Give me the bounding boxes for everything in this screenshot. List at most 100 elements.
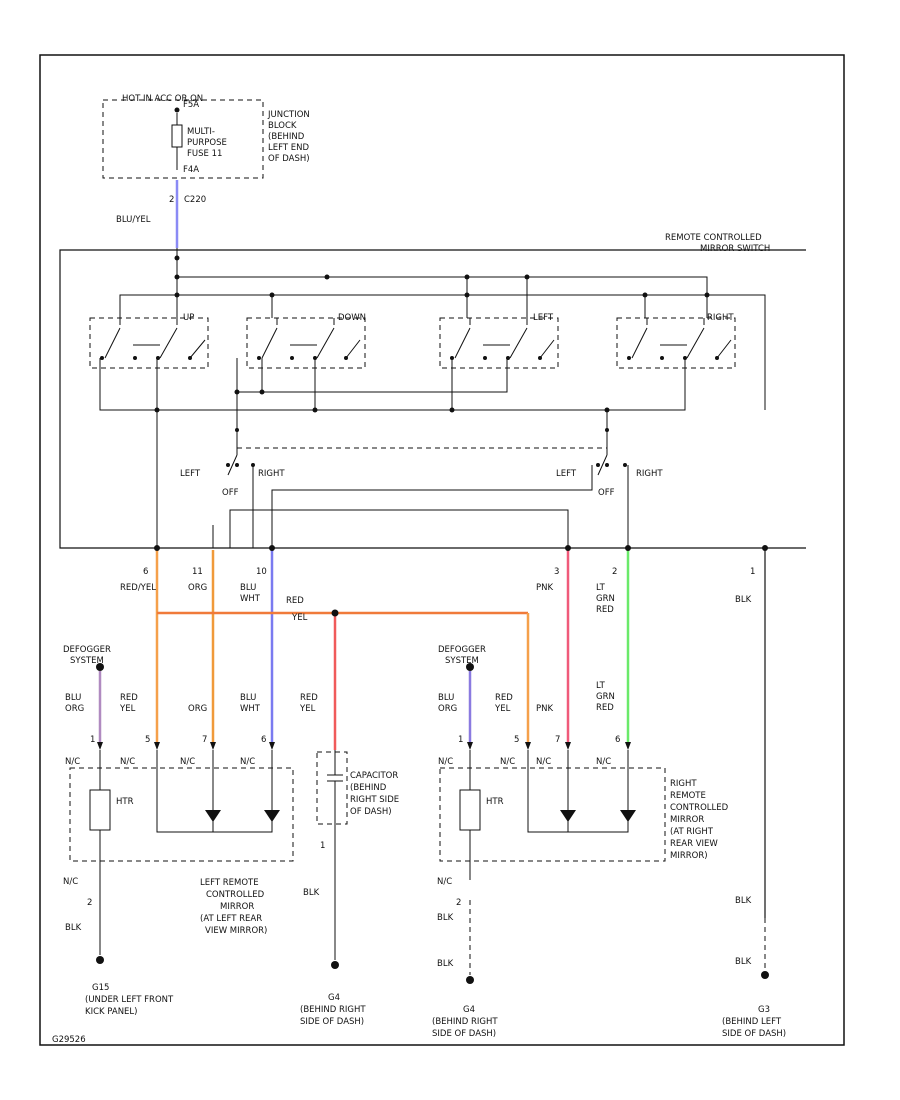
right-wire-5-line-2: YEL — [494, 704, 511, 714]
left-wire-6-line-1: BLU — [240, 693, 256, 703]
right-nc-5: N/C — [500, 757, 515, 767]
left-pin-5: 5 — [145, 735, 150, 745]
right-wire-6-line-2: GRN — [596, 692, 615, 702]
left-heater-element — [89, 789, 111, 831]
left-heater-label: HTR — [116, 797, 134, 807]
right-mirror-title-6: REAR VIEW — [670, 839, 718, 849]
switch-pin-6: 6 — [143, 567, 148, 577]
selector-terminal — [605, 463, 609, 467]
switch-pin-3: 3 — [554, 567, 559, 577]
switch-wire-6: RED/YEL — [120, 583, 156, 593]
right-mirror-title-1: RIGHT — [670, 779, 697, 789]
capacitor-outline — [316, 751, 348, 825]
capacitor-wire-line-1: RED — [300, 693, 318, 703]
switch-wire-2-line-3: RED — [596, 605, 614, 615]
junction-block-outline — [102, 99, 264, 179]
right-connector-pins — [467, 742, 631, 750]
feed-connector: C220 — [184, 195, 206, 205]
ground-g4b-id: G4 — [463, 1005, 475, 1015]
contact-terminal — [715, 356, 719, 360]
right-mirror-title-5: (AT RIGHT — [670, 827, 714, 837]
bus-node — [464, 292, 470, 298]
junction-block-location-5: OF DASH) — [268, 154, 310, 164]
right-defogger-node — [466, 663, 474, 671]
left-pin-7: 7 — [202, 735, 207, 745]
contact-label-left: LEFT — [533, 313, 554, 323]
capacitor-ground-wire: BLK — [303, 888, 320, 898]
connector-pin-6 — [154, 545, 160, 551]
contact-blades — [261, 318, 361, 359]
left-wire-1-line-2: ORG — [65, 704, 84, 714]
left-wire-7: ORG — [188, 704, 207, 714]
contact-terminal — [100, 356, 104, 360]
bus-node — [235, 428, 239, 432]
contact-terminal — [538, 356, 542, 360]
selector-outputs — [212, 465, 629, 548]
left-ground-pin: 2 — [87, 898, 92, 908]
selector-blades — [227, 454, 608, 476]
ground-g3-desc-1: (BEHIND LEFT — [722, 1017, 782, 1027]
right-pin-7: 7 — [555, 735, 560, 745]
contact-box-up: UP — [89, 313, 209, 369]
right-wire-6-line-3: RED — [596, 703, 614, 713]
contact-label-up: UP — [183, 313, 194, 323]
ground-g4-right-symbol — [466, 976, 474, 984]
left-wire-5-line-1: RED — [120, 693, 138, 703]
left-pin-6: 6 — [261, 735, 266, 745]
right-mirror-outline — [439, 767, 666, 862]
left-nc-1: N/C — [65, 757, 80, 767]
ground-labels: G15 (UNDER LEFT FRONT KICK PANEL) G4 (BE… — [85, 983, 786, 1039]
bus-node — [154, 407, 160, 413]
ground-g4-id: G4 — [328, 993, 340, 1003]
switch-pin-2: 2 — [612, 567, 617, 577]
fuse-block-header: HOT IN ACC OR ON — [122, 94, 203, 104]
left-mirror: DEFOGGER SYSTEM BLU ORG RED YEL ORG BLU … — [63, 645, 294, 964]
ground-g4b-desc-1: (BEHIND RIGHT — [432, 1017, 498, 1027]
left-mirror-outline — [69, 767, 294, 862]
right-nc-1: N/C — [438, 757, 453, 767]
ground-g15-desc-1: (UNDER LEFT FRONT — [85, 995, 174, 1005]
left-connector-pins — [97, 742, 275, 750]
left-ground-wire-color: BLK — [65, 923, 82, 933]
fuse-pin-bottom: F4A — [183, 165, 199, 175]
bus-node — [174, 255, 180, 261]
contact-terminal — [290, 356, 294, 360]
switch-wire-11: ORG — [188, 583, 207, 593]
contact-box-outline — [246, 317, 366, 369]
capacitor-title-1: CAPACITOR — [350, 771, 398, 781]
bus-node — [174, 292, 180, 298]
selector-right-right: RIGHT — [636, 469, 663, 479]
right-mirror-title-2: REMOTE — [670, 791, 706, 801]
bus-node — [524, 274, 530, 280]
left-defogger-node — [96, 663, 104, 671]
switch-title-line-1: REMOTE CONTROLLED — [665, 233, 762, 243]
contact-terminal — [188, 356, 192, 360]
left-mirror-title-2: CONTROLLED — [206, 890, 265, 900]
switch-wire-2-line-1: LT — [596, 583, 606, 593]
switch-lower-bus — [99, 358, 686, 548]
contact-terminal — [133, 356, 137, 360]
left-mirror-title-3: MIRROR — [220, 902, 254, 912]
capacitor-title-3: RIGHT SIDE — [350, 795, 399, 805]
capacitor-title-2: (BEHIND — [350, 783, 387, 793]
contact-terminal — [257, 356, 261, 360]
ground-g3-desc-2: SIDE OF DASH) — [722, 1029, 786, 1039]
right-ground-connector: N/C — [437, 877, 452, 887]
right-wire-6-line-1: LT — [596, 681, 606, 691]
fuse-top-terminal — [174, 107, 180, 113]
bus-node — [234, 389, 240, 395]
contact-terminal — [660, 356, 664, 360]
right-pin-5: 5 — [514, 735, 519, 745]
right-mirror-title-4: MIRROR — [670, 815, 704, 825]
right-mirror-title-7: MIRROR) — [670, 851, 708, 861]
bus-node — [464, 274, 470, 280]
switch-wire-1: BLK — [735, 595, 752, 605]
bus-node — [269, 292, 275, 298]
contact-blades — [631, 318, 732, 359]
ground-g4-desc-2: SIDE OF DASH) — [300, 1017, 364, 1027]
splice-wire-line-1: RED — [286, 596, 304, 606]
switch-pin-10: 10 — [256, 567, 267, 577]
contact-terminal — [627, 356, 631, 360]
switch-wire-3: PNK — [536, 583, 553, 593]
